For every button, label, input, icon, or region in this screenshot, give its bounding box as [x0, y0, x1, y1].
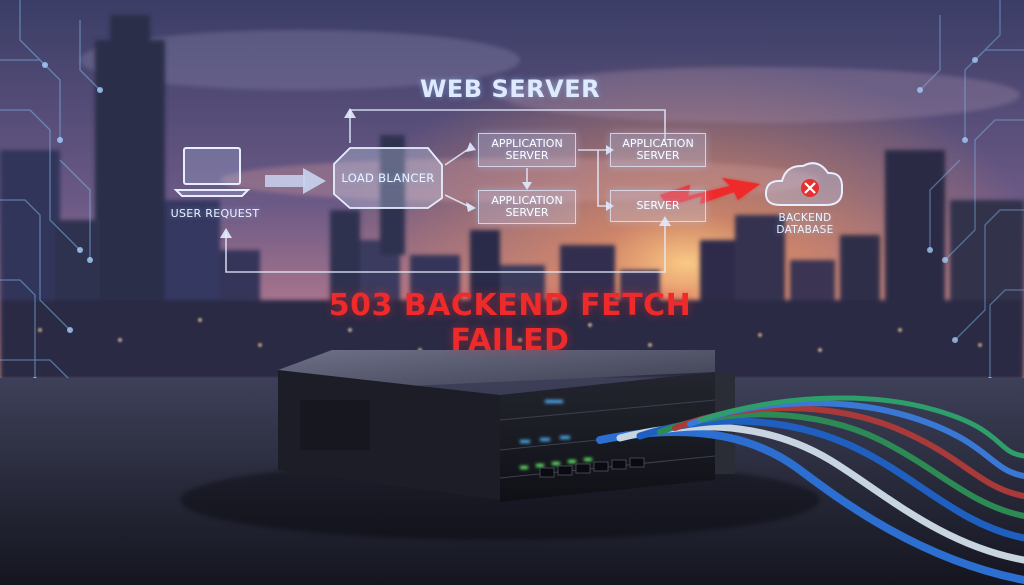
network-cables [596, 395, 1024, 584]
diagram-connectors [225, 109, 666, 273]
app-server-3-label: APPLICATION SERVER [622, 137, 694, 162]
server-box: SERVER [610, 190, 706, 222]
user-request-label: USER REQUEST [170, 207, 260, 220]
app-server-1-label: APPLICATION SERVER [491, 137, 563, 162]
app-server-box-2: APPLICATION SERVER [478, 190, 576, 224]
clouds [80, 30, 1020, 202]
backend-database-label: BACKEND DATABASE [776, 212, 834, 236]
circuit-traces-right [919, 0, 1024, 380]
lightning-bolt-icon [660, 178, 760, 206]
app-server-box-3: APPLICATION SERVER [610, 133, 706, 167]
cloud-error-icon [764, 162, 844, 206]
request-arrow [265, 168, 326, 194]
laptop-icon [173, 147, 251, 197]
circuit-traces-left [0, 0, 101, 391]
app-server-box-1: APPLICATION SERVER [478, 133, 576, 167]
error-message: 503 BACKEND FETCH FAILED [328, 288, 692, 358]
load-balancer-label: LOAD BLANCER [341, 171, 435, 185]
diagram-title: WEB SERVER [419, 75, 601, 103]
app-server-2-label: APPLICATION SERVER [491, 194, 563, 219]
server-label: SERVER [636, 199, 680, 213]
load-balancer-shape [333, 147, 443, 209]
